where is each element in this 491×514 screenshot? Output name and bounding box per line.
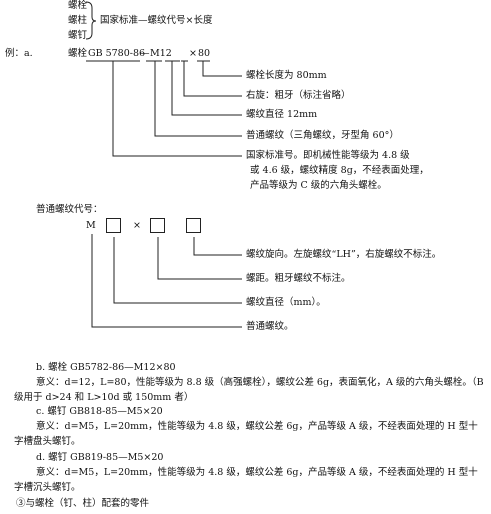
- formula-brace: [85, 1, 97, 40]
- example-a-note-length: 螺栓长度为 80mm: [246, 70, 327, 81]
- formula-item-screw: 螺钉: [68, 30, 88, 41]
- example-a-thread: M12: [150, 48, 172, 59]
- example-a-length: 80: [198, 48, 211, 59]
- formula-rule: 国家标准—螺纹代号×长度: [100, 15, 213, 26]
- thread-pitch-box: [150, 218, 165, 233]
- thread-code-times: ×: [133, 220, 141, 231]
- thread-code-title: 普通螺纹代号：: [36, 204, 103, 215]
- formula-item-bolt: 螺栓: [68, 0, 88, 11]
- example-a-note-ordinary: 普通螺纹（三角螺纹，牙型角 60°）: [246, 130, 399, 141]
- footer-text: ③与螺栓（钉、柱）配套的零件: [16, 498, 150, 509]
- formula-item-stud: 螺柱: [68, 15, 88, 26]
- example-c-head: c. 螺钉 GB818-85—M5×20: [36, 406, 163, 417]
- example-c-body: 意义：d=M5，L=20mm，性能等级为 4.8 级，螺纹公差 6g，产品等级 …: [14, 421, 478, 447]
- example-d-head: d. 螺钉 GB819-85—M5×20: [36, 452, 164, 463]
- example-b-body: 意义：d=12，L=80，性能等级为 8.8 级（高强螺栓），螺纹公差 6g，表…: [14, 377, 484, 403]
- example-a-standard: GB 5780-86: [88, 48, 146, 59]
- example-a-times: ×: [189, 48, 197, 59]
- thread-note-pitch: 螺距。粗牙螺纹不标注。: [246, 273, 351, 284]
- example-a-dash: —: [140, 48, 150, 59]
- example-a-note-rotation: 右旋：粗牙（标注省略）: [246, 90, 351, 101]
- example-a-label: 例：a.: [5, 48, 33, 59]
- thread-note-direction: 螺纹旋向。左旋螺纹“LH”，右旋螺纹不标注。: [246, 249, 442, 260]
- example-d-body: 意义：d=M5，L=20mm，性能等级为 4.8 级，螺纹公差 6g，产品等级 …: [14, 467, 478, 493]
- example-a-note-standard-3: 产品等级为 C 级的六角头螺栓。: [250, 180, 387, 191]
- thread-note-diameter: 螺纹直径（mm）。: [246, 297, 326, 308]
- example-a-note-diameter: 螺纹直径 12mm: [246, 109, 318, 120]
- thread-diameter-box: [106, 218, 121, 233]
- example-a-part: 螺栓: [68, 48, 88, 59]
- thread-code-m: M: [86, 220, 96, 231]
- thread-direction-box: [186, 218, 201, 233]
- example-a-note-standard-1: 国家标准号。即机械性能等级为 4.8 级: [246, 150, 410, 161]
- example-b-head: b. 螺栓 GB5782-86—M12×80: [36, 362, 176, 373]
- thread-note-ordinary: 普通螺纹。: [246, 321, 294, 332]
- example-a-note-standard-2: 或 4.6 级，螺纹精度 8g，不经表面处理，: [250, 165, 429, 176]
